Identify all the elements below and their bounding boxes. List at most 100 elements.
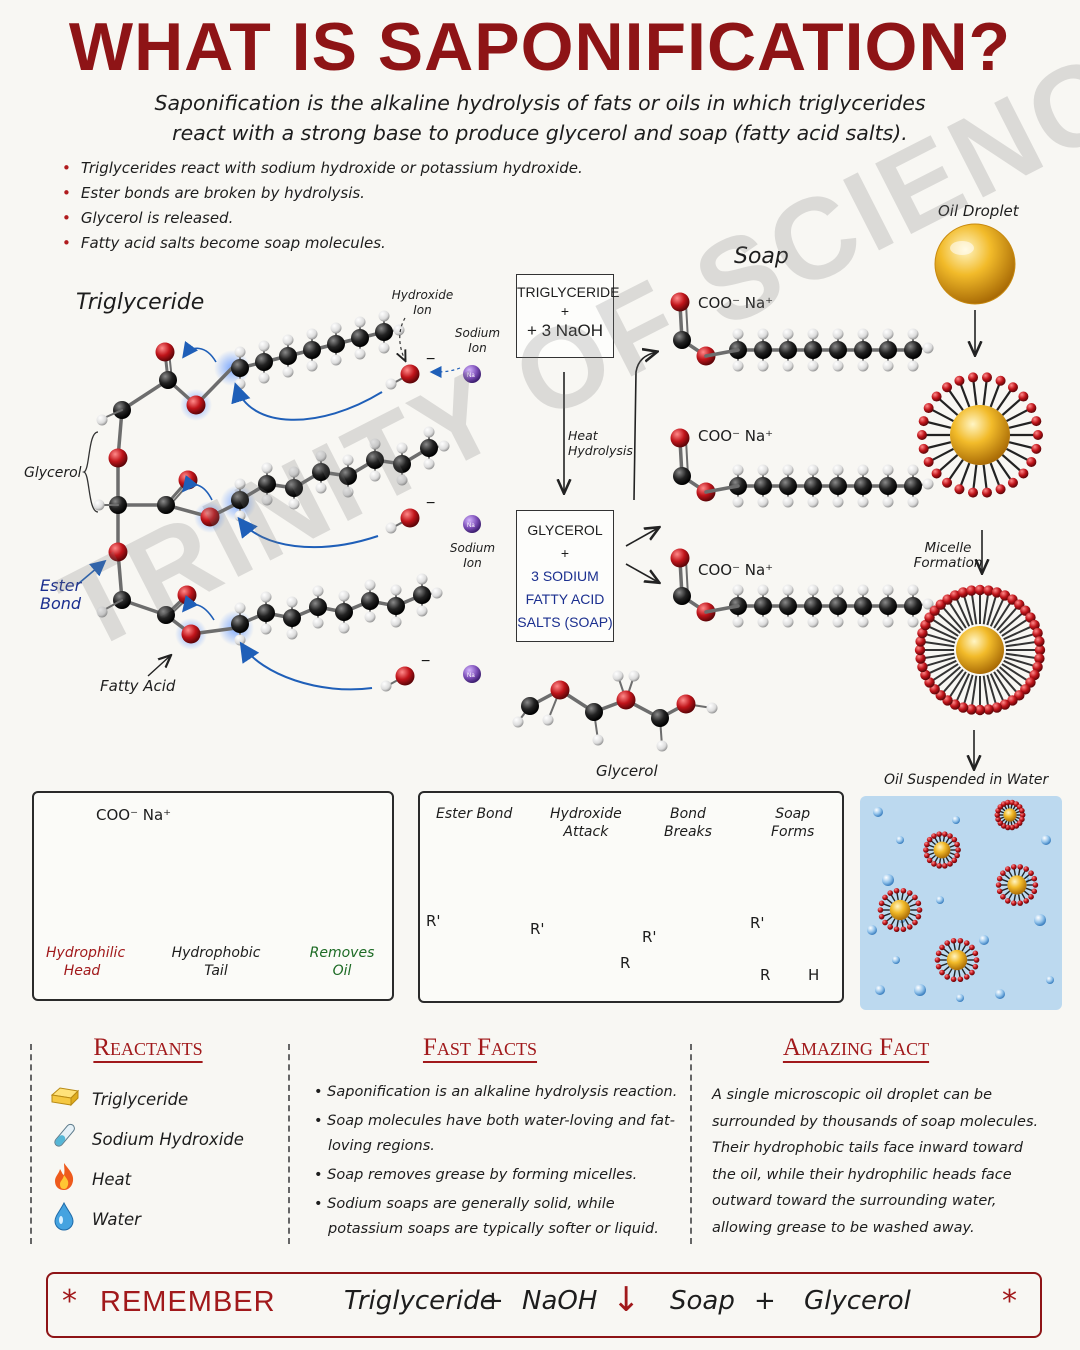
oxygen-atom bbox=[400, 508, 420, 528]
surfactant-tail bbox=[970, 675, 978, 708]
reactants-box: TRIGLYCERIDE + + 3 NaOH bbox=[516, 274, 619, 358]
soap-head-label-1: COO⁻ Na⁺ bbox=[698, 294, 774, 312]
hydrophilic-head bbox=[882, 919, 888, 926]
carbon-atom bbox=[585, 703, 603, 721]
sodium-atom bbox=[463, 665, 481, 683]
hydrophilic-head bbox=[1023, 898, 1029, 904]
hydrogen-atom bbox=[416, 573, 428, 585]
hydrophilic-head bbox=[942, 382, 953, 393]
hydrophilic-head bbox=[1019, 812, 1026, 818]
hydrophilic-head bbox=[900, 887, 907, 894]
hydrophilic-head bbox=[944, 974, 951, 980]
reactant-item: Water bbox=[46, 1199, 286, 1239]
hydrophilic-head bbox=[950, 937, 957, 944]
hydrophilic-head bbox=[954, 375, 965, 386]
products-box: GLYCEROL + 3 SODIUM FATTY ACID SALTS (SO… bbox=[516, 510, 614, 642]
oxygen-atom bbox=[181, 624, 201, 644]
charge-label: − bbox=[426, 495, 435, 512]
hydroxide-ion-label: Hydroxide Ion bbox=[385, 288, 460, 318]
fast-facts-list: Saponification is an alkaline hydrolysis… bbox=[314, 1080, 680, 1246]
micelle-core bbox=[946, 949, 968, 971]
hydrophilic-head bbox=[991, 587, 1003, 598]
hydrogen-atom bbox=[907, 360, 919, 372]
carbon-atom bbox=[673, 331, 691, 349]
carbon-atom bbox=[521, 697, 539, 715]
soap-label: Soap bbox=[734, 244, 789, 269]
hydrophilic-head bbox=[939, 969, 945, 976]
sodium-ion-label-line: Sodium bbox=[449, 541, 496, 555]
surfactant-tail bbox=[941, 668, 964, 695]
key-point: Ester bonds are broken by hydrolysis. bbox=[62, 181, 682, 206]
hydrophilic-head bbox=[995, 816, 1001, 823]
oxygen-atom bbox=[400, 364, 420, 384]
carbon-atom bbox=[283, 609, 301, 627]
hydrogen-atom bbox=[261, 494, 273, 506]
na-label: Na bbox=[467, 373, 475, 379]
hydrophilic-head bbox=[941, 831, 948, 837]
hydrophilic-head bbox=[955, 847, 961, 853]
hydrogen-atom bbox=[907, 616, 919, 628]
carbon-atom bbox=[829, 597, 847, 615]
hydrogen-atom bbox=[512, 716, 524, 728]
equation-triglyceride: Triglyceride bbox=[344, 1286, 496, 1316]
carbon-atom bbox=[279, 347, 297, 365]
hydrogen-atom bbox=[757, 464, 769, 476]
water-bubble bbox=[1034, 914, 1046, 926]
water-bubble bbox=[892, 956, 900, 964]
hydrogen-atom bbox=[757, 616, 769, 628]
oxygen-atom bbox=[550, 680, 570, 700]
hydrophilic-head bbox=[968, 372, 979, 383]
hydrogen-atom bbox=[782, 584, 794, 596]
micelle-core bbox=[950, 405, 1010, 465]
hydrogen-atom bbox=[882, 584, 894, 596]
hydrophilic-head bbox=[996, 888, 1003, 895]
test-tube-icon bbox=[46, 1121, 82, 1157]
hydrogen-atom bbox=[807, 616, 819, 628]
hydrogen-atom bbox=[390, 584, 402, 596]
hydrophilic-head bbox=[996, 875, 1003, 882]
water-bubble bbox=[995, 989, 1005, 999]
hydrogen-atom bbox=[857, 616, 869, 628]
bond bbox=[103, 599, 123, 611]
step-bond-breaks: Bond Breaks bbox=[664, 806, 712, 840]
hydrophilic-head bbox=[887, 890, 894, 896]
sodium-ion-label-line: Ion bbox=[468, 341, 487, 355]
hydrophilic-head bbox=[1017, 864, 1023, 870]
hydrogen-atom bbox=[782, 360, 794, 372]
hydrogen-atom bbox=[857, 464, 869, 476]
hydrophilic-head bbox=[957, 702, 969, 713]
carbon-atom bbox=[904, 477, 922, 495]
bond bbox=[704, 484, 740, 494]
hydrogen-atom bbox=[396, 474, 408, 486]
oxygen-atom bbox=[616, 690, 636, 710]
hydrophilic-head bbox=[947, 833, 953, 839]
hydrophilic-head bbox=[995, 375, 1006, 386]
hydrogen-atom bbox=[907, 464, 919, 476]
hydrophilic-head bbox=[995, 484, 1006, 495]
oxygen-atom bbox=[108, 448, 128, 468]
surfactant-tail bbox=[962, 594, 974, 626]
hydrogen-atom bbox=[832, 584, 844, 596]
carbon-atom bbox=[303, 341, 321, 359]
hydrophobic-line: Hydrophobic bbox=[171, 945, 261, 961]
hydrogen-atom bbox=[857, 584, 869, 596]
section-divider bbox=[30, 1044, 32, 1244]
hydrogen-atom bbox=[807, 328, 819, 340]
oxygen-atom bbox=[676, 694, 696, 714]
surfactant-tail bbox=[996, 668, 1019, 695]
hydrophilic-head bbox=[936, 863, 943, 869]
glycerol-bracket-label: Glycerol bbox=[24, 465, 82, 481]
hydrogen-atom bbox=[354, 348, 366, 360]
water-region bbox=[860, 796, 1062, 1010]
hydrogen-atom bbox=[93, 499, 105, 511]
carbon-atom bbox=[804, 597, 822, 615]
carbon-atom bbox=[157, 496, 175, 514]
micelle-core bbox=[956, 626, 1004, 674]
hydrophilic-head bbox=[942, 477, 953, 488]
pointer-arrow bbox=[400, 317, 405, 360]
hydrophilic-head bbox=[926, 857, 933, 864]
carbon-atom bbox=[854, 341, 872, 359]
hydrophilic-head bbox=[954, 841, 960, 848]
carbon-atom bbox=[335, 603, 353, 621]
hydrophilic-head bbox=[915, 636, 926, 647]
